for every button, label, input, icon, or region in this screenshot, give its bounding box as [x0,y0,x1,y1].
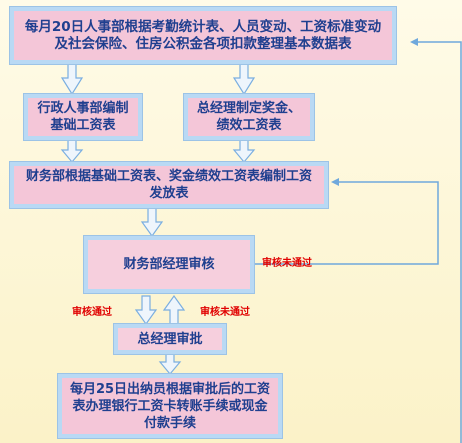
node-gm-approval-text: 总经理审批 [137,331,203,347]
label-approve-fail: 审核未通过 [200,307,250,318]
down-arrow-right [232,63,256,96]
node-base-salary-text: 行政人事部编制基础工资表 [37,101,129,133]
node-payroll: 财务部根据基础工资表、奖金绩效工资表编制工资发放表 [9,161,329,209]
node-payout-text: 每月25日出纳员根据审批后的工资表办理银行工资卡转账手续或现金付款手续 [69,381,271,431]
down-arrow-left [60,63,84,96]
down-arrow-bottom [158,351,182,375]
loop-approve-fail [410,38,462,443]
label-review-pass: 审核通过 [72,307,112,318]
pass-arrow [134,295,158,326]
reject-up-arrow [162,294,186,325]
down-arrow-right-2 [232,139,256,163]
down-arrow-left-2 [60,139,84,163]
node-gm-approval: 总经理审批 [113,323,227,355]
label-review-fail: 审核未通过 [262,258,312,269]
loop-review-fail [254,178,439,265]
node-bonus-text: 总经理制定奖金、绩效工资表 [196,101,301,133]
node-payroll-text: 财务部根据基础工资表、奖金绩效工资表编制工资发放表 [25,169,312,201]
node-bonus: 总经理制定奖金、绩效工资表 [183,93,315,141]
node-base-salary: 行政人事部编制基础工资表 [23,93,143,141]
node-payout: 每月25日出纳员根据审批后的工资表办理银行工资卡转账手续或现金付款手续 [57,373,283,439]
node-collect-data-text: 每月20日人事部根据考勤统计表、人员变动、工资标准变动及社会保险、住房公积金各项… [24,18,382,52]
node-collect-data: 每月20日人事部根据考勤统计表、人员变动、工资标准变动及社会保险、住房公积金各项… [9,6,397,65]
node-finance-review: 财务部经理审核 [83,235,255,294]
down-arrow-center [140,207,164,238]
node-finance-review-text: 财务部经理审核 [123,257,215,272]
